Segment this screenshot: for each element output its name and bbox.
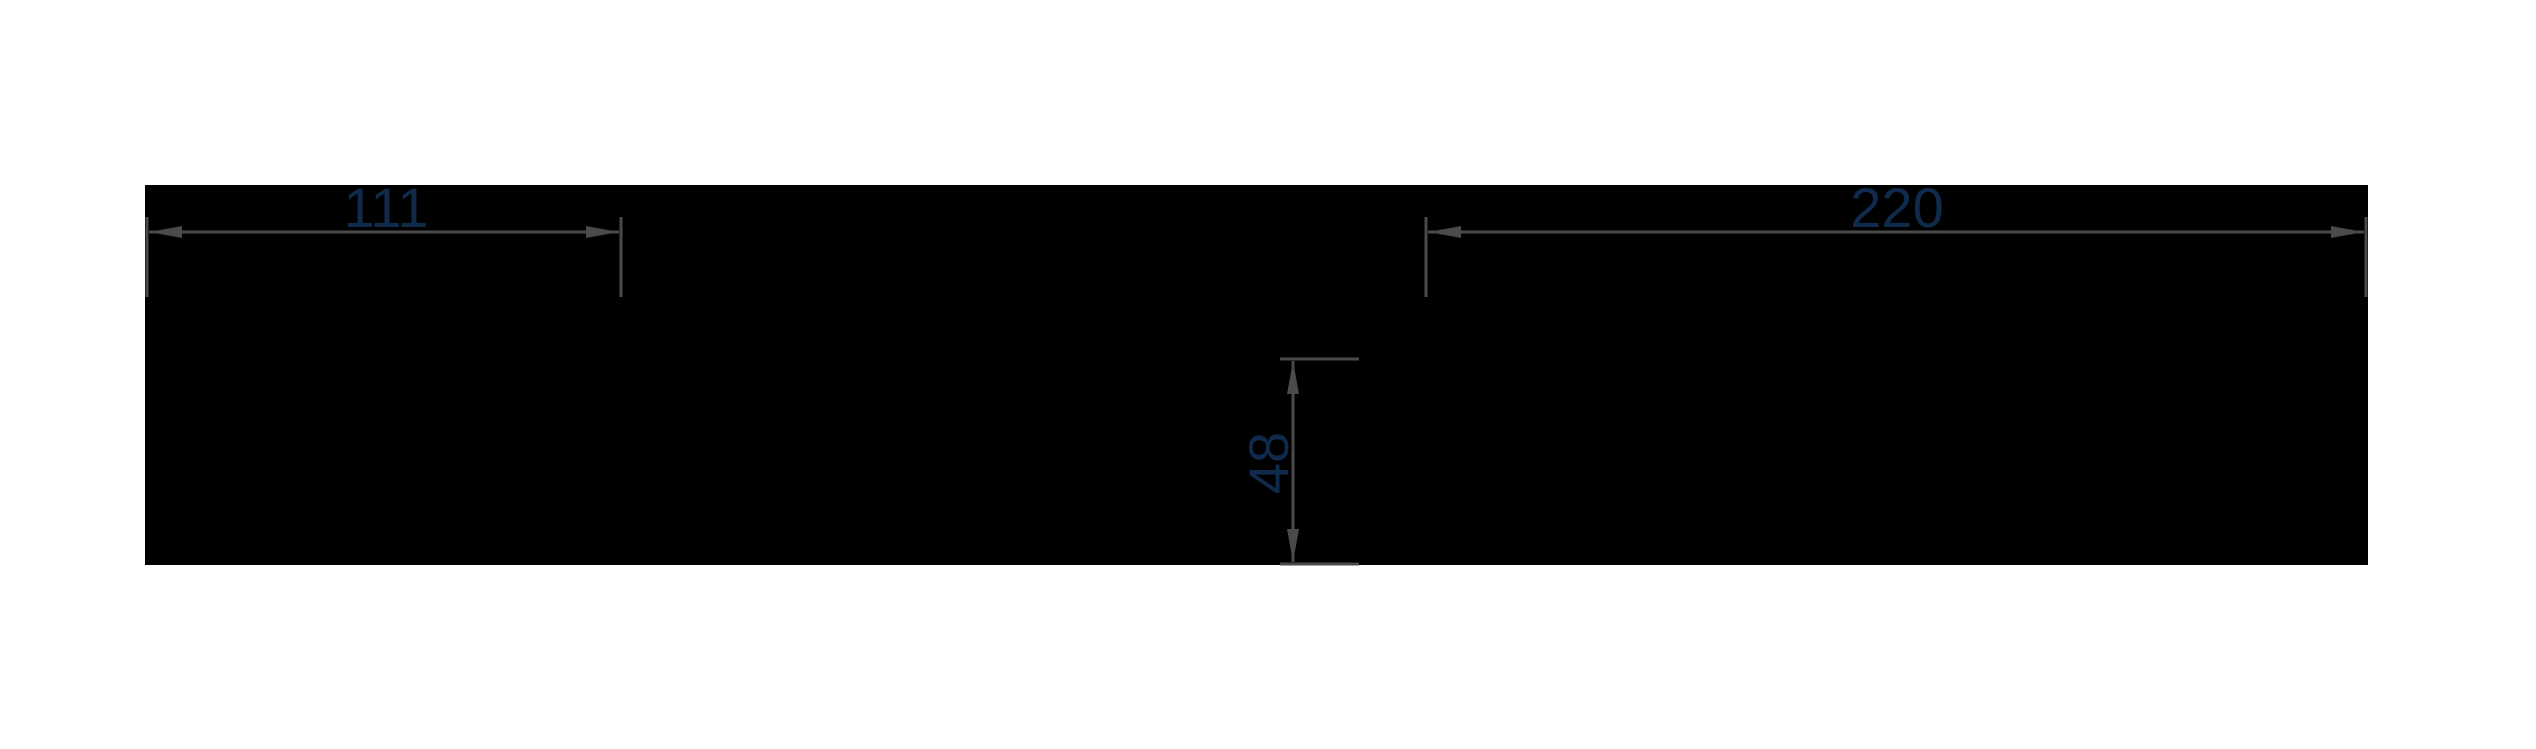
arrowhead-left-icon (149, 226, 182, 238)
dimension-label-111: 111 (343, 176, 428, 239)
arrowhead-up-icon (1287, 361, 1299, 394)
arrowhead-right-icon (586, 226, 619, 238)
arrowhead-down-icon (1287, 529, 1299, 562)
dimension-label-220: 220 (1850, 176, 1943, 239)
dimension-48: 48 (1237, 357, 1359, 566)
arrowhead-right-icon (2331, 226, 2364, 238)
arrowhead-left-icon (1428, 226, 1461, 238)
dimension-220: 220 (1424, 176, 2368, 297)
dimension-111: 111 (145, 176, 623, 297)
black-rectangle-shape (145, 185, 2368, 565)
dimension-label-48: 48 (1237, 432, 1300, 494)
